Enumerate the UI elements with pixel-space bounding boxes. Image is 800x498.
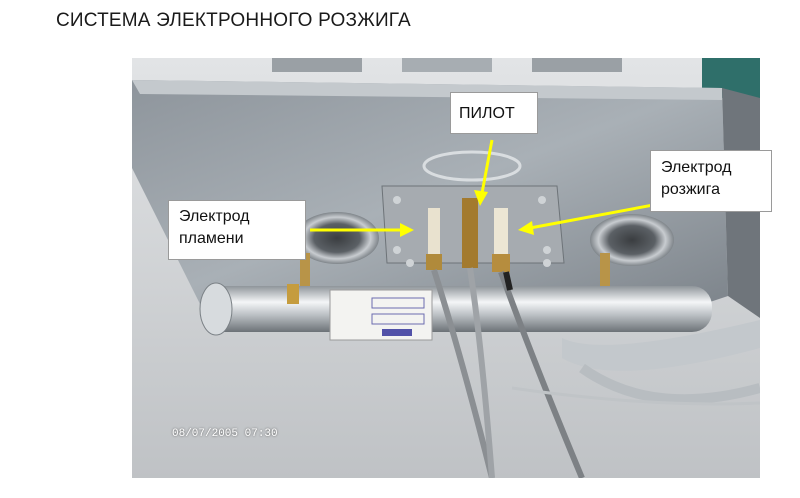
burner-photo <box>132 58 760 478</box>
pilot-callout: ПИЛОТ <box>450 92 538 134</box>
pilot-label: ПИЛОТ <box>459 105 515 122</box>
ignition-electrode-label-line1: Электрод <box>661 159 732 176</box>
slide-title: СИСТЕМА ЭЛЕКТРОННОГО РОЗЖИГА <box>56 10 411 31</box>
ignition-electrode-label-line2: розжига <box>661 180 720 198</box>
flame-electrode-callout: Электрод пламени <box>168 200 306 260</box>
flame-electrode-label-line1: Электрод <box>179 208 250 225</box>
flame-electrode-label-line2: пламени <box>179 229 244 247</box>
photo-timestamp: 08/07/2005 07:30 <box>172 428 278 440</box>
ignition-electrode-callout: Электрод розжига <box>650 150 772 212</box>
